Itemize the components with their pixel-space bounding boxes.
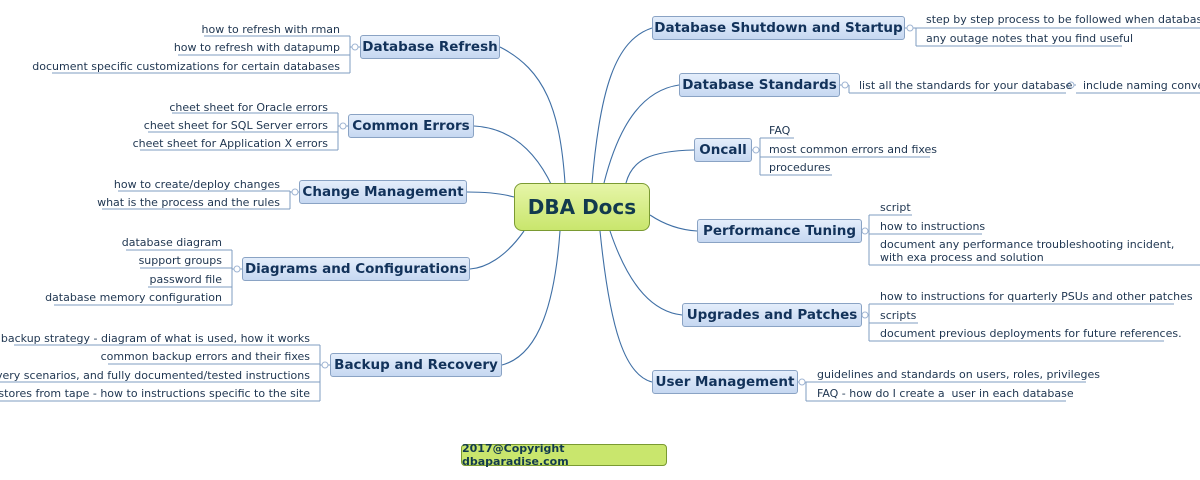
branch-upgrades-patches[interactable]: Upgrades and Patches: [682, 303, 862, 327]
connector-backup: [501, 230, 561, 366]
connector-shutdown: [591, 27, 653, 184]
leaf-refresh-customizations[interactable]: document specific customizations for cer…: [32, 60, 340, 73]
branch-user-management[interactable]: User Management: [652, 370, 798, 394]
collapse-toggle-icon: [351, 43, 359, 51]
leaf-support-groups[interactable]: support groups: [138, 254, 222, 267]
copyright-badge: 2017@Copyright dbaparadise.com: [461, 442, 667, 468]
connector-oncall: [625, 149, 695, 184]
branch-performance-tuning[interactable]: Performance Tuning: [697, 219, 862, 243]
leaf-user-guidelines[interactable]: guidelines and standards on users, roles…: [817, 368, 1100, 381]
collapse-toggle-icon: [752, 146, 760, 154]
collapse-toggle-icon: [339, 122, 347, 130]
collapse-toggle-icon: [233, 265, 241, 273]
connector-database-refresh: [499, 46, 566, 184]
leaf-errors-sqlserver[interactable]: cheet sheet for SQL Server errors: [143, 119, 328, 132]
leaf-refresh-datapump[interactable]: how to refresh with datapump: [173, 41, 340, 54]
leaf-oncall-common-errors[interactable]: most common errors and fixes: [769, 143, 938, 156]
collapse-toggle-icon: [798, 378, 806, 386]
leaf-oncall-faq[interactable]: FAQ: [769, 124, 791, 137]
central-topic[interactable]: DBA Docs: [514, 183, 650, 231]
leaf-restores-from-tape[interactable]: restores from tape - how to instructions…: [0, 387, 310, 400]
leaf-change-process[interactable]: what is the process and the rules: [97, 196, 280, 209]
collapse-toggle-icon: [291, 188, 299, 196]
leaf-performance-instructions[interactable]: how to instructions: [880, 220, 986, 233]
collapse-toggle-icon: [1067, 81, 1075, 89]
connector-upgrades: [609, 230, 683, 316]
leaf-performance-script[interactable]: script: [880, 201, 911, 214]
branch-diagrams-configurations[interactable]: Diagrams and Configurations: [242, 257, 470, 281]
collapse-toggle-icon: [906, 24, 914, 32]
collapse-toggle-icon: [841, 81, 849, 89]
leaf-errors-oracle[interactable]: cheet sheet for Oracle errors: [169, 101, 328, 114]
leaf-upgrades-scripts[interactable]: scripts: [880, 309, 917, 322]
connector-standards: [603, 84, 680, 184]
leaf-backup-errors[interactable]: common backup errors and their fixes: [100, 350, 310, 363]
branch-database-refresh[interactable]: Database Refresh: [360, 35, 500, 59]
leaf-errors-appx[interactable]: cheet sheet for Application X errors: [132, 137, 328, 150]
leaf-memory-configuration[interactable]: database memory configuration: [45, 291, 222, 304]
leaf-password-file[interactable]: password file: [149, 273, 222, 286]
leaf-oncall-procedures[interactable]: procedures: [769, 161, 831, 174]
leaf-shutdown-steps[interactable]: step by step process to be followed when…: [926, 13, 1200, 26]
branch-common-errors[interactable]: Common Errors: [348, 114, 474, 138]
leaf-user-faq[interactable]: FAQ - how do I create a user in each dat…: [817, 387, 1074, 400]
leaf-list-standards[interactable]: list all the standards for your database: [859, 79, 1073, 92]
branch-oncall[interactable]: Oncall: [694, 138, 752, 162]
leaf-refresh-rman[interactable]: how to refresh with rman: [201, 23, 341, 36]
connector-common-errors: [473, 125, 553, 187]
connector-user-management: [599, 230, 653, 383]
leaf-naming-conventions[interactable]: include naming conven: [1083, 79, 1200, 92]
connector-diagrams: [469, 230, 525, 270]
leaf-recovery-scenarios[interactable]: recovery scenarios, and fully documented…: [0, 369, 310, 382]
leaf-upgrades-psu[interactable]: how to instructions for quarterly PSUs a…: [880, 290, 1193, 303]
branch-backup-recovery[interactable]: Backup and Recovery: [330, 353, 502, 377]
collapse-toggle-icon: [861, 311, 869, 319]
branch-shutdown-startup[interactable]: Database Shutdown and Startup: [652, 16, 905, 40]
connector-performance: [649, 214, 698, 232]
leaf-outage-notes[interactable]: any outage notes that you find useful: [926, 32, 1134, 45]
branch-change-management[interactable]: Change Management: [299, 180, 467, 204]
branch-database-standards[interactable]: Database Standards: [679, 73, 840, 97]
leaf-performance-incident[interactable]: document any performance troubleshooting…: [880, 238, 1175, 264]
connector-change-management: [466, 191, 515, 198]
collapse-toggle-icon: [321, 361, 329, 369]
leaf-change-deploy[interactable]: how to create/deploy changes: [113, 178, 280, 191]
leaf-backup-strategy[interactable]: backup strategy - diagram of what is use…: [0, 332, 310, 345]
leaf-database-diagram[interactable]: database diagram: [121, 236, 222, 249]
collapse-toggle-icon: [861, 227, 869, 235]
leaf-upgrades-deployments[interactable]: document previous deployments for future…: [880, 327, 1182, 340]
